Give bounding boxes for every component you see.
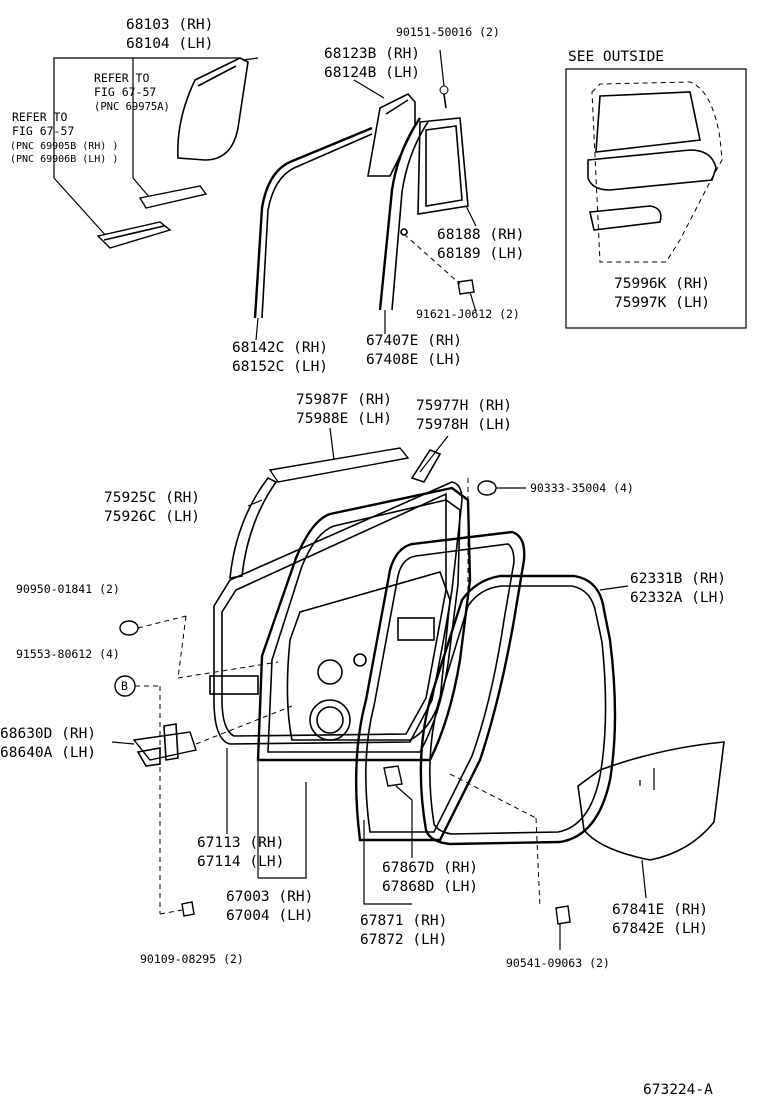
door-glass-drawing [177,57,249,161]
label-run-channel-rh: 68123B (RH) [324,46,420,62]
label-run-channel-lh: 68124B (LH) [324,65,420,81]
plug-left-icon [119,615,187,636]
label-weatherstrip-inner-lh: 67872 (LH) [360,932,447,948]
belt-moulding-drawing [96,185,208,249]
label-belt-rear-lh: 75978H (LH) [416,417,512,433]
label-clip-bottom: 90541-09063 (2) [506,956,610,970]
label-division-lh: 67408E (LH) [366,352,462,368]
bolt-b-icon [114,675,161,914]
label-bolt-top: 91621-J0612 (2) [416,307,520,321]
label-refer2-line4: (PNC 69906B (LH) ) [10,154,118,165]
label-clip-rh: 67867D (RH) [382,860,478,876]
see-outside-panel [565,68,747,329]
label-belt-outer-rh: 75987F (RH) [296,392,392,408]
label-weatherstrip-inner-rh: 67871 (RH) [360,913,447,929]
clip-bottom-icon [449,773,571,950]
bolt-b-letter: B [121,679,128,693]
label-weatherstrip-rh: 62331B (RH) [630,571,726,587]
diagram-id: 673224-A [643,1082,713,1098]
label-refer2-line1: REFER TO [12,110,67,124]
bolt-bottom-icon [159,901,195,917]
clip-icon [383,765,413,858]
label-refer2-line2: FIG 67-57 [12,124,74,138]
label-door-assy-lh: 67004 (LH) [226,908,313,924]
label-door-assy-rh: 67003 (RH) [226,889,313,905]
hinge-icon [111,723,197,767]
label-service-hole-lh: 67842E (LH) [612,921,708,937]
label-hinge-lh: 68640A (LH) [0,745,96,761]
label-refer1-line1: REFER TO [94,71,149,85]
label-refer1-line2: FIG 67-57 [94,85,156,99]
door-shell-drawing [209,481,463,745]
label-clip-lh: 67868D (LH) [382,879,478,895]
label-door-panel-rh: 67113 (RH) [197,835,284,851]
label-screw-top: 90151-50016 (2) [396,25,500,39]
label-bolt-bottom: 90109-08295 (2) [140,952,244,966]
label-belt-outer-lh: 75988E (LH) [296,411,392,427]
label-hinge-rh: 68630D (RH) [0,726,96,742]
label-division-rh: 67407E (RH) [366,333,462,349]
label-run-left-lh: 68152C (LH) [232,359,328,375]
label-refer1-line3: (PNC 69975A) [94,101,170,113]
label-quarter-glass-rh: 68188 (RH) [437,227,524,243]
see-outside-title: SEE OUTSIDE [568,49,664,65]
screw-top-icon [439,49,449,109]
label-glass-rh: 68103 (RH) [126,17,213,33]
label-outside-part-lh: 75997K (LH) [614,295,710,311]
label-plug-right: 90333-35004 (4) [530,481,634,495]
label-run-left-rh: 68142C (RH) [232,340,328,356]
label-weatherstrip-lh: 62332A (LH) [630,590,726,606]
door-inner-drawing [256,486,472,762]
label-door-panel-lh: 67114 (LH) [197,854,284,870]
label-belt-rear-rh: 75977H (RH) [416,398,512,414]
label-frame-trim-rh: 75925C (RH) [104,490,200,506]
bolt-top-icon [403,233,477,313]
label-service-hole-rh: 67841E (RH) [612,902,708,918]
plug-right-icon [467,478,526,600]
label-outside-part-rh: 75996K (RH) [614,276,710,292]
label-glass-lh: 68104 (LH) [126,36,213,52]
label-plug-left: 90950-01841 (2) [16,582,120,596]
label-frame-trim-lh: 75926C (LH) [104,509,200,525]
label-bolt-b: 91553-80612 (4) [16,647,120,661]
label-quarter-glass-lh: 68189 (LH) [437,246,524,262]
label-refer2-line3: (PNC 69905B (RH) ) [10,141,118,152]
